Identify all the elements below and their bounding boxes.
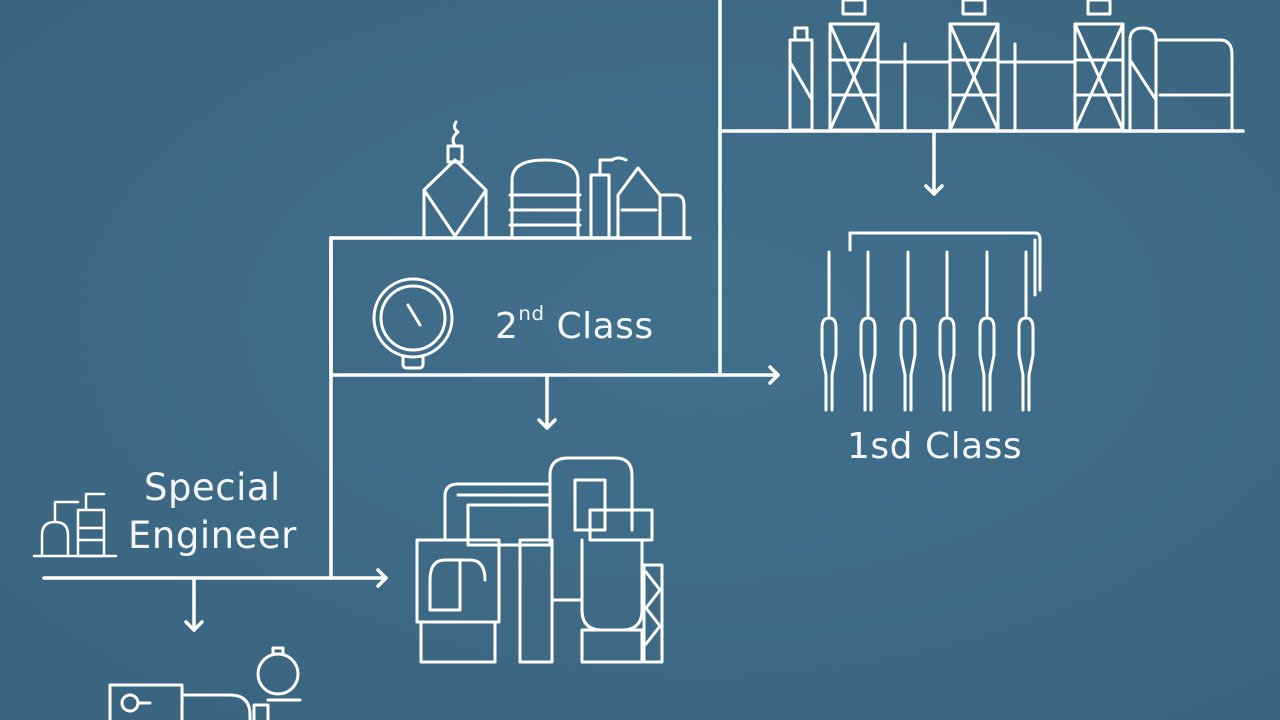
arrow-right-2nd-to-1st: [768, 365, 780, 385]
special-engineer-line2: Engineer: [128, 514, 297, 557]
refinery-row-icon: [422, 120, 686, 240]
first-class-label: 1sd Class: [847, 426, 1023, 467]
arrow-right-special-to-machinery: [376, 568, 388, 588]
special-engineer-line1: Special: [143, 466, 281, 509]
boiler-machinery-icon: [415, 456, 664, 664]
pressure-gauge-icon: [372, 277, 454, 370]
pump-gauge-icon: [108, 646, 302, 720]
refinery-towers-icon: [788, 0, 1234, 132]
special-engineer-label: Special Engineer: [128, 464, 297, 560]
arrow-down-2nd-to-machinery: [537, 373, 557, 430]
arrow-down-special-to-pump: [184, 576, 204, 632]
valve-array-icon: [820, 231, 1042, 412]
small-plant-icon: [32, 492, 118, 558]
arrow-down-top-right: [924, 129, 944, 196]
second-class-label: 2nd Class: [495, 302, 654, 347]
